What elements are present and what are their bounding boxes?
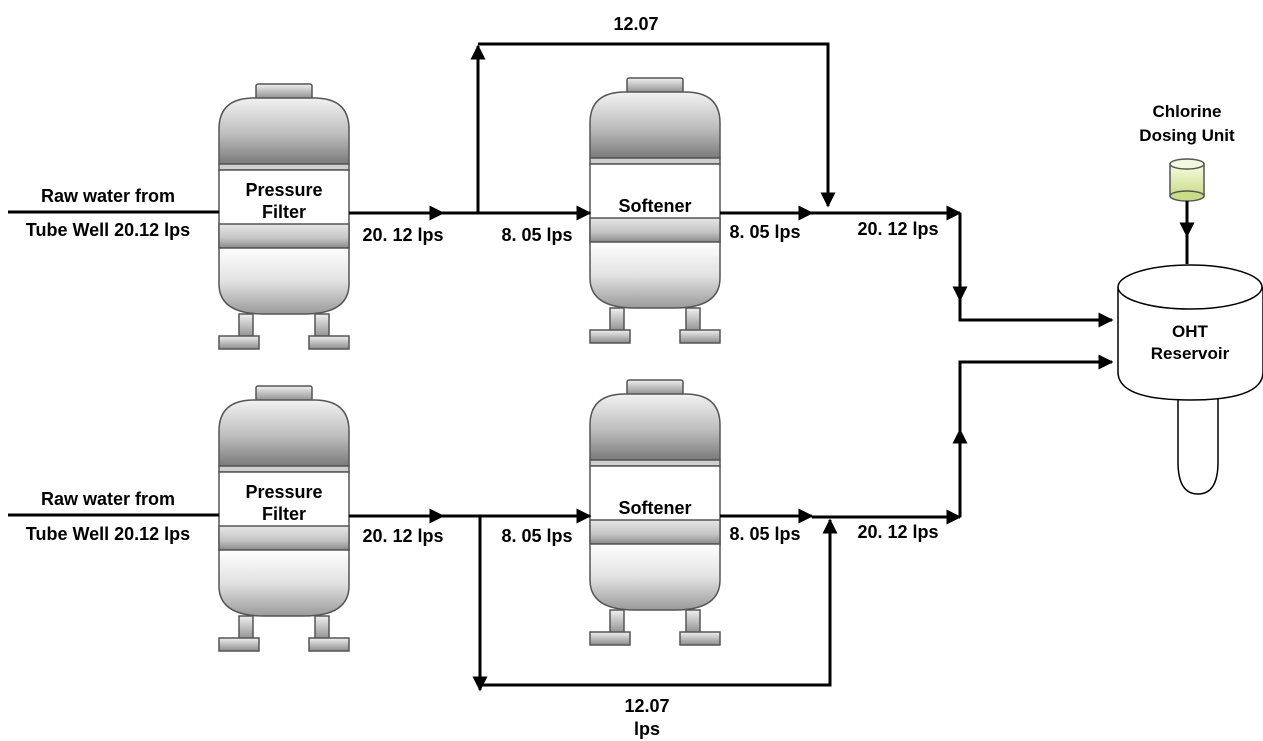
- top-inlet-label-1: Raw water from: [41, 186, 175, 206]
- top-flow-combined: 20. 12 lps: [857, 219, 938, 239]
- oht-reservoir: [1117, 264, 1263, 495]
- reservoir-label-2: Reservoir: [1151, 344, 1230, 363]
- bottom-bypass-line: [480, 518, 838, 687]
- bottom-flow-after-softener: 8. 05 lps: [729, 524, 800, 544]
- top-inlet-label-2: Tube Well 20.12 lps: [26, 220, 190, 240]
- top-bypass-flow: 12.07: [613, 14, 658, 34]
- reservoir-label-1: OHT: [1172, 322, 1209, 341]
- top-filter-label-2: Filter: [262, 202, 306, 222]
- bottom-softener-label: Softener: [618, 498, 691, 518]
- bottom-filter-label-1: Pressure: [245, 482, 322, 502]
- top-flow-after-filter: 20. 12 lps: [362, 225, 443, 245]
- chlorine-dosing-unit: [1169, 158, 1205, 202]
- bottom-bypass-flow-2: lps: [634, 719, 660, 739]
- top-bypass-line: [478, 42, 836, 208]
- bottom-train-piping: [8, 354, 1114, 692]
- bottom-flow-after-filter: 20. 12 lps: [362, 526, 443, 546]
- bottom-bypass-flow-1: 12.07: [624, 696, 669, 716]
- bottom-flow-to-softener: 8. 05 lps: [501, 526, 572, 546]
- top-softener-label: Softener: [618, 196, 691, 216]
- bottom-filter-label-2: Filter: [262, 504, 306, 524]
- top-to-reservoir-arrow: [958, 296, 1114, 328]
- chlorine-label-2: Dosing Unit: [1139, 126, 1235, 145]
- bottom-to-reservoir-arrow: [958, 354, 1114, 436]
- bottom-inlet-label-2: Tube Well 20.12 lps: [26, 524, 190, 544]
- top-flow-after-softener: 8. 05 lps: [729, 222, 800, 242]
- top-filter-label-1: Pressure: [245, 180, 322, 200]
- chlorine-label-1: Chlorine: [1153, 102, 1222, 121]
- bottom-flow-combined: 20. 12 lps: [857, 522, 938, 542]
- top-flow-to-softener: 8. 05 lps: [501, 225, 572, 245]
- top-train-piping: [8, 42, 1114, 328]
- bottom-inlet-label-1: Raw water from: [41, 489, 175, 509]
